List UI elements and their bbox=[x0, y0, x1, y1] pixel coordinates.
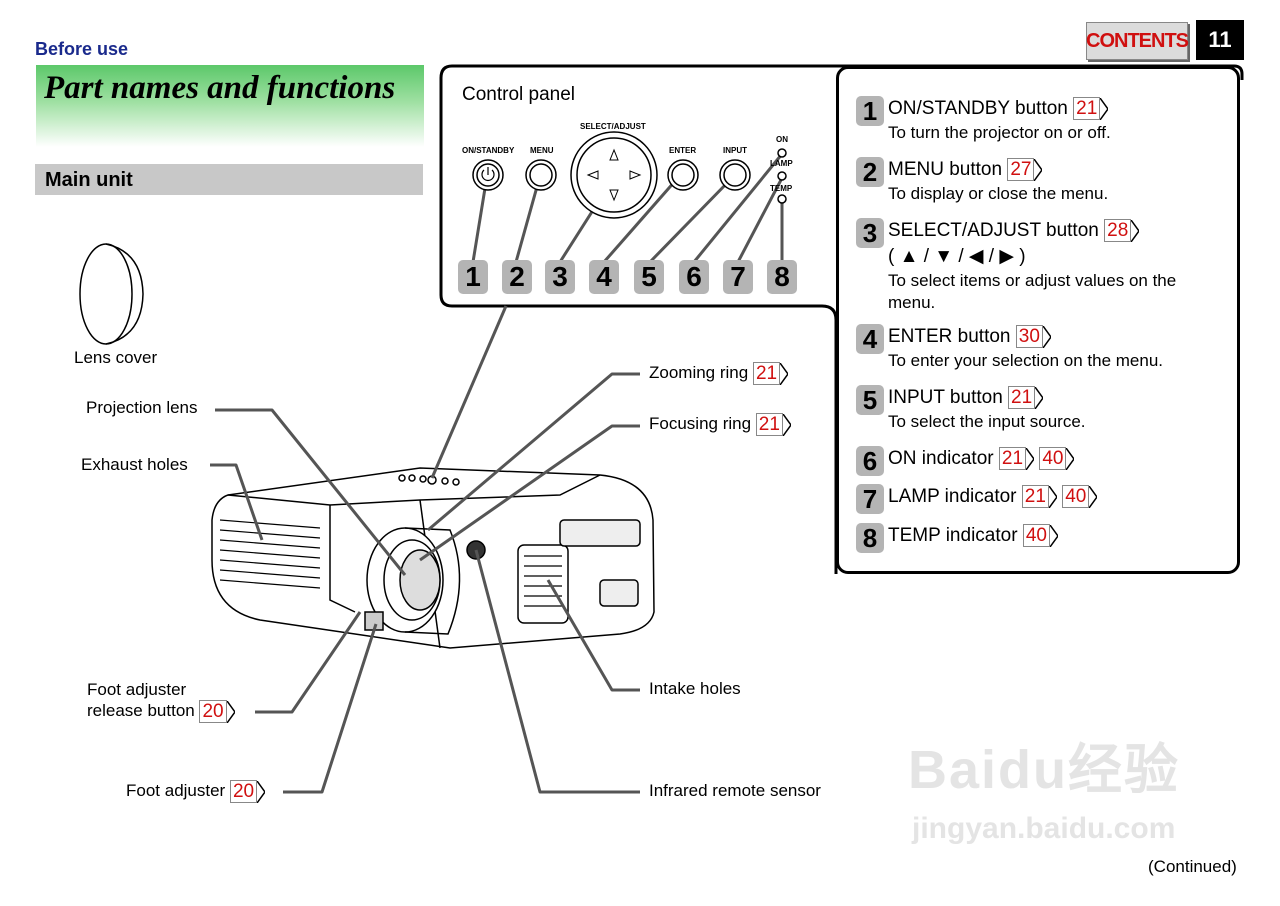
focusing-ring-label: Focusing ring bbox=[649, 413, 752, 433]
control-panel-frame bbox=[439, 64, 1244, 574]
projector-drawing bbox=[211, 467, 655, 649]
control-panel-buttons bbox=[472, 131, 787, 219]
subheading: Main unit bbox=[45, 169, 133, 191]
callout-number: 1 bbox=[458, 260, 488, 294]
page-ref-link[interactable]: 20 bbox=[229, 780, 266, 803]
page-ref-link[interactable]: 40 bbox=[1022, 524, 1058, 548]
focusing-ring-callout: Focusing ring 21 bbox=[649, 413, 791, 436]
ref-arrow-icon bbox=[780, 362, 789, 385]
input-label: INPUT bbox=[723, 146, 747, 155]
foot-adjuster-callout: Foot adjuster 20 bbox=[126, 780, 266, 803]
watermark-logo: Baidu经验 bbox=[908, 740, 1181, 800]
select-adjust-label: SELECT/ADJUST bbox=[580, 122, 646, 131]
page-ref-link[interactable]: 21 bbox=[998, 447, 1035, 471]
zooming-ring-callout: Zooming ring 21 bbox=[649, 362, 789, 385]
page-ref-link[interactable]: 28 bbox=[1104, 219, 1140, 243]
control-panel-label: Control panel bbox=[462, 84, 576, 105]
leader-lines bbox=[210, 153, 784, 794]
exhaust-holes-label: Exhaust holes bbox=[81, 455, 188, 474]
callout-number: 3 bbox=[545, 260, 575, 294]
page-ref-link[interactable]: 40 bbox=[1039, 447, 1075, 471]
infrared-sensor-label: Infrared remote sensor bbox=[649, 781, 821, 800]
list-item: 1 ON/STANDBY button 21 To turn the proje… bbox=[856, 96, 1111, 142]
ref-arrow-icon bbox=[1100, 97, 1109, 120]
ref-arrow-icon bbox=[1026, 447, 1035, 470]
page-title: Part names and functions bbox=[44, 70, 396, 106]
list-item: 4 ENTER button 30 To enter your selectio… bbox=[856, 324, 1163, 370]
zooming-ring-label: Zooming ring bbox=[649, 362, 749, 382]
list-item: 3 SELECT/ADJUST button 28 ( ▲ / ▼ / ◀ / … bbox=[856, 218, 1176, 312]
callout-number: 2 bbox=[502, 260, 532, 294]
list-item: 7 LAMP indicator 21 40 bbox=[856, 484, 1098, 514]
contents-button[interactable]: CONTENTS bbox=[1086, 22, 1189, 60]
foot-adjuster-label: Foot adjuster bbox=[126, 780, 226, 800]
ref-arrow-icon bbox=[257, 780, 266, 803]
temp-indicator-label: TEMP bbox=[770, 184, 793, 193]
page-number: 11 bbox=[1196, 20, 1244, 60]
callout-number: 8 bbox=[767, 260, 797, 294]
section-label: Before use bbox=[35, 39, 129, 59]
callout-number: 5 bbox=[634, 260, 664, 294]
list-item: 2 MENU button 27 To display or close the… bbox=[856, 157, 1108, 203]
lamp-indicator-label: LAMP bbox=[770, 159, 793, 168]
ref-arrow-icon bbox=[1049, 524, 1058, 547]
power-icon bbox=[481, 167, 495, 181]
onstandby-label: ON/STANDBY bbox=[462, 146, 515, 155]
foot-adjuster-release-callout: release button 20 bbox=[87, 700, 235, 723]
page-ref-link[interactable]: 20 bbox=[199, 700, 235, 723]
ref-arrow-icon bbox=[782, 413, 791, 436]
page-ref-link[interactable]: 40 bbox=[1062, 485, 1098, 509]
foot-adjuster-release-line1: Foot adjuster bbox=[87, 680, 187, 699]
title-band bbox=[36, 65, 424, 147]
ref-arrow-icon bbox=[1034, 158, 1043, 181]
ref-arrow-icon bbox=[1089, 485, 1098, 508]
menu-label: MENU bbox=[530, 146, 554, 155]
select-arrows bbox=[586, 148, 642, 202]
ref-arrow-icon bbox=[1131, 219, 1140, 242]
page-ref-link[interactable]: 27 bbox=[1007, 158, 1043, 182]
enter-label: ENTER bbox=[669, 146, 697, 155]
subheading-band bbox=[35, 164, 423, 195]
ref-arrow-icon bbox=[1042, 325, 1051, 348]
parts-list-panel bbox=[836, 66, 1240, 574]
page-ref-link[interactable]: 21 bbox=[1073, 97, 1109, 121]
on-indicator-label: ON bbox=[776, 135, 788, 144]
page-ref-link[interactable]: 21 bbox=[755, 413, 791, 436]
ref-arrow-icon bbox=[1048, 485, 1057, 508]
page-ref-link[interactable]: 30 bbox=[1015, 325, 1051, 349]
list-item: 6 ON indicator 21 40 bbox=[856, 446, 1075, 476]
ref-arrow-icon bbox=[226, 700, 235, 723]
watermark-url: jingyan.baidu.com bbox=[912, 812, 1176, 845]
list-item: 5 INPUT button 21 To select the input so… bbox=[856, 385, 1086, 431]
lens-cover-drawing bbox=[79, 243, 144, 345]
page-ref-link[interactable]: 21 bbox=[1021, 485, 1057, 509]
callout-number: 4 bbox=[589, 260, 619, 294]
callout-number: 6 bbox=[679, 260, 709, 294]
list-item: 8 TEMP indicator 40 bbox=[856, 523, 1058, 553]
page-ref-link[interactable]: 21 bbox=[1008, 386, 1044, 410]
page-ref-link[interactable]: 21 bbox=[752, 362, 789, 385]
projection-lens-label: Projection lens bbox=[86, 398, 198, 417]
continued-note: (Continued) bbox=[1148, 857, 1237, 876]
callout-number: 7 bbox=[723, 260, 753, 294]
ref-arrow-icon bbox=[1066, 447, 1075, 470]
lens-cover-label: Lens cover bbox=[74, 348, 158, 367]
intake-holes-label: Intake holes bbox=[649, 679, 741, 698]
foot-adjuster-release-line2: release button bbox=[87, 700, 195, 720]
ref-arrow-icon bbox=[1035, 386, 1044, 409]
